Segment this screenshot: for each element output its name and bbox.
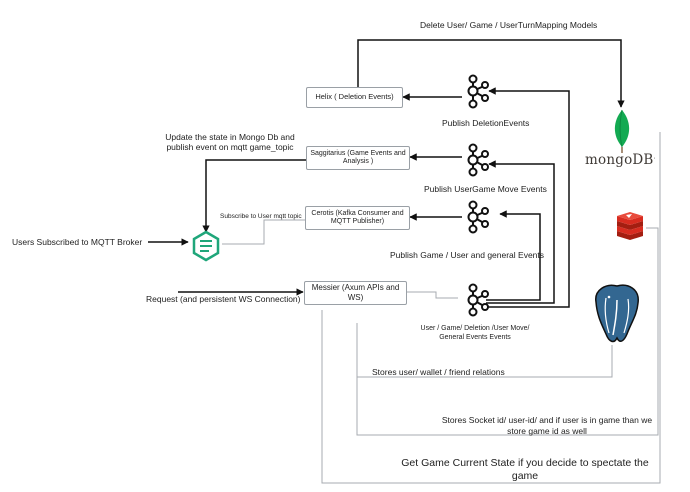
publish-deletion-label: Publish DeletionEvents bbox=[442, 118, 530, 128]
mongodb-wordmark-dot: . bbox=[653, 153, 656, 161]
publish-deletion-return bbox=[486, 87, 570, 308]
request-ws-label: Request (and persistent WS Connection) bbox=[146, 294, 301, 304]
mongodb-leaf-icon bbox=[614, 109, 630, 153]
kafka-topics-label: User / Game/ Deletion /User Move/ Genera… bbox=[420, 325, 530, 341]
kafka-icon-main bbox=[467, 283, 489, 317]
redis-icon bbox=[617, 212, 643, 240]
subscribe-user-mqtt-label: Subscribe to User mqtt topic bbox=[220, 213, 302, 220]
cerotis-to-mqtt-connector bbox=[222, 219, 305, 245]
postgresql-icon bbox=[595, 284, 639, 343]
dark-connectors bbox=[148, 39, 625, 308]
kafka-icon-general bbox=[467, 200, 489, 234]
kafka-icon-deletion bbox=[467, 74, 489, 109]
publish-general-return bbox=[486, 210, 541, 301]
delete-models-label: Delete User/ Game / UserTurnMapping Mode… bbox=[420, 20, 598, 30]
redis-connector bbox=[356, 227, 659, 436]
cerotis-box: Cerotis (Kafka Consumer and MQTT Publish… bbox=[305, 206, 410, 230]
saggitarius-to-mqtt-arrow bbox=[202, 159, 306, 233]
delete-models-arrow bbox=[357, 39, 625, 108]
stores-relations-label: Stores user/ wallet / friend relations bbox=[372, 367, 505, 377]
stores-socket-label: Stores Socket id/ user-id/ and if user i… bbox=[441, 415, 653, 436]
publish-general-label: Publish Game / User and general Events bbox=[390, 250, 545, 260]
messier-box: Messier (Axum APIs and WS) bbox=[304, 281, 407, 305]
spectate-state-label: Get Game Current State if you decide to … bbox=[401, 457, 649, 482]
messier-to-kafka-connector bbox=[407, 291, 458, 299]
helix-box: Helix ( Deletion Events) bbox=[306, 87, 403, 108]
publish-usergame-move-label: Publish UserGame Move Events bbox=[424, 184, 547, 194]
gray-connectors bbox=[222, 132, 661, 484]
publish-usergame-return bbox=[486, 160, 555, 304]
update-state-label: Update the state in Mongo Db and publish… bbox=[165, 132, 295, 152]
mongodb-wordmark-text: mongoDB bbox=[585, 152, 654, 168]
mongodb-wordmark: mongoDB. bbox=[585, 152, 656, 168]
mongo-connector bbox=[321, 132, 661, 484]
mqtt-broker-icon bbox=[192, 230, 220, 262]
postgres-connector bbox=[357, 345, 613, 378]
users-subscribed-label: Users Subscribed to MQTT Broker bbox=[12, 237, 143, 247]
kafka-icon-usergame bbox=[467, 143, 489, 177]
saggitarius-box: Saggitarius (Game Events and Analysis ) bbox=[306, 146, 410, 170]
